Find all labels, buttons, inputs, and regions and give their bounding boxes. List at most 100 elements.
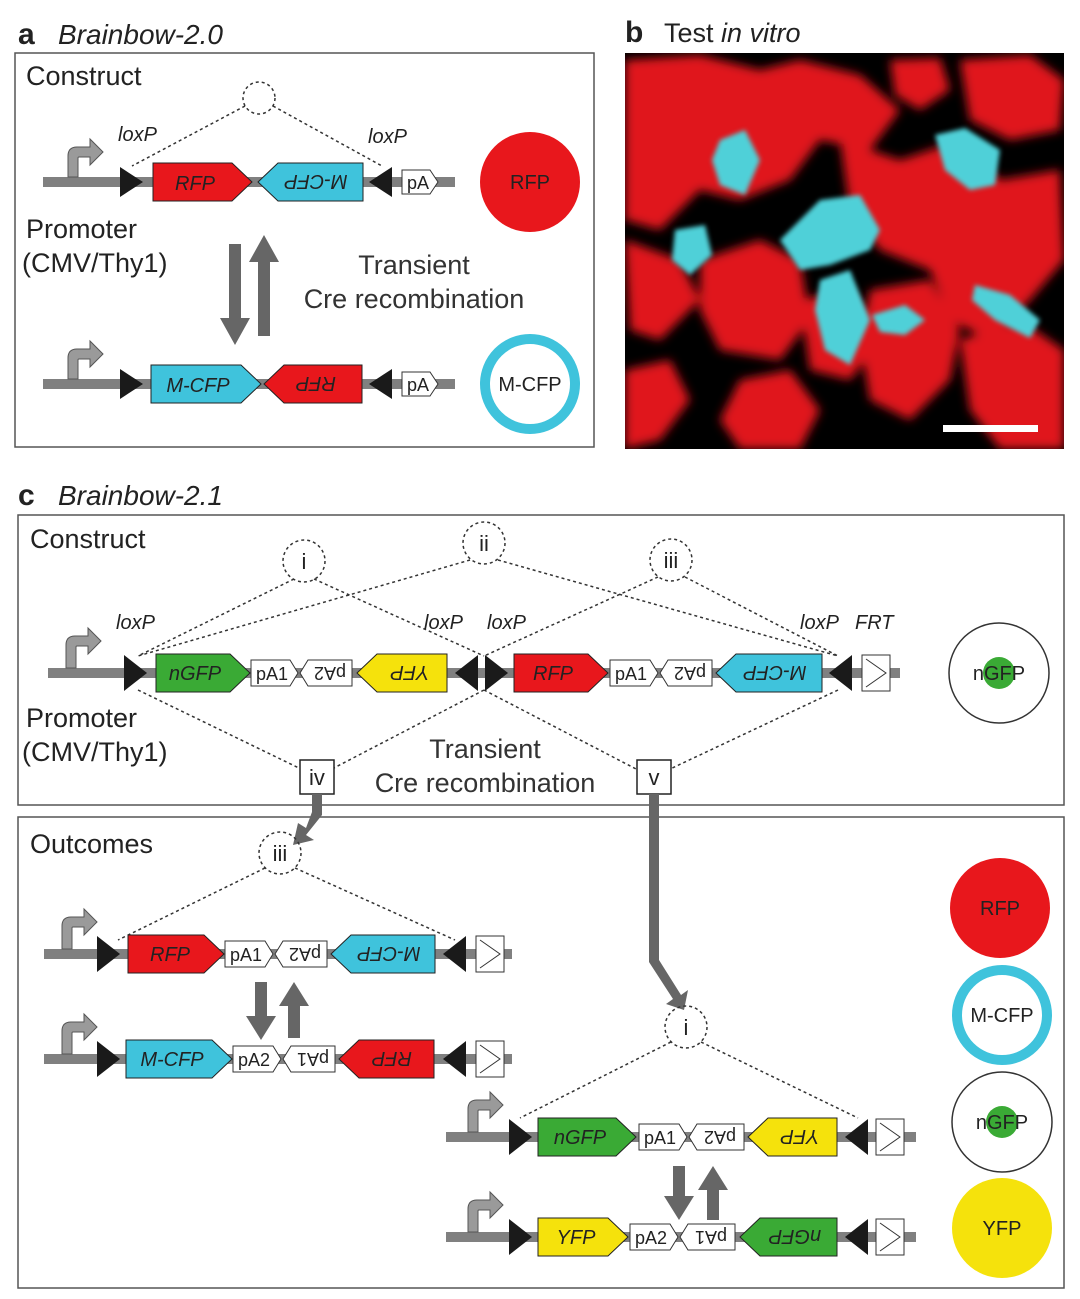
promoter-detail-label: (CMV/Thy1) — [22, 737, 168, 767]
ngfp-gene-box-inverted — [739, 1217, 838, 1257]
gene-label-inverted: nGFP — [768, 1225, 821, 1247]
pa-box — [401, 371, 439, 397]
loxp-triangle-icon — [120, 167, 143, 197]
transient-label: Transient — [429, 734, 541, 764]
gene-label: M-CFP — [166, 375, 230, 397]
cell-label: RFP — [980, 898, 1020, 920]
pa-box — [629, 1223, 679, 1251]
ngfp-gene-box — [537, 1117, 637, 1157]
site-label-iii: iii — [273, 841, 288, 866]
construct-row-c: nGFP pA1 pA2 YFP RFP pA1 pA2 M-CFP — [48, 626, 900, 693]
pa-box — [638, 1123, 688, 1151]
recombination-site-circle — [258, 831, 302, 875]
loxp-triangle-icon — [485, 655, 508, 691]
dashed-line — [294, 867, 456, 941]
panel-a-frame — [14, 52, 595, 448]
cell-label: M-CFP — [970, 1005, 1033, 1027]
gene-label: M-CFP — [140, 1049, 204, 1071]
dashed-line — [700, 1041, 859, 1119]
mcfp-gene-box-inverted — [257, 162, 364, 202]
mcfp-gene-box-inverted — [330, 934, 436, 974]
construct-row-2: M-CFP RFP pA — [43, 339, 455, 404]
ngfp-gene-box — [155, 653, 251, 693]
mcfp-gene-box — [150, 364, 262, 404]
pa-box — [401, 169, 439, 195]
pathway-arrow-v — [649, 794, 688, 1010]
cell-label: nGFP — [973, 663, 1025, 685]
loxp-triangle-icon — [124, 655, 147, 691]
pa-box — [609, 659, 659, 687]
pa-label-inverted: pA1 — [695, 1227, 727, 1247]
rfp-gene-box — [127, 934, 225, 974]
mcfp-cell-icon — [952, 965, 1052, 1065]
loxp-triangle-icon — [845, 1119, 868, 1155]
pa-label: pA1 — [230, 945, 262, 965]
recombination-site-circle — [664, 1005, 708, 1049]
pa-box-inverted — [679, 1223, 736, 1251]
pathway-box-v — [636, 759, 672, 795]
dashed-line — [272, 105, 383, 167]
frt-triangle-icon — [865, 658, 887, 688]
loxp-label: loxP — [116, 612, 156, 634]
outcome-row-4: YFP pA2 pA1 nGFP — [446, 1190, 916, 1257]
loxp-triangle-icon — [443, 1041, 466, 1077]
promoter-label: Promoter — [26, 703, 137, 733]
pa-label-inverted: pA2 — [674, 663, 706, 683]
pa-label-inverted: pA2 — [314, 663, 346, 683]
panel-a-letter: a — [18, 18, 35, 51]
loxp-triangle-icon — [455, 655, 478, 691]
dashed-line — [519, 1041, 672, 1119]
pa-box-inverted — [659, 659, 713, 687]
loxp-triangle-icon — [369, 167, 392, 197]
pa-label-inverted: pA1 — [297, 1049, 329, 1069]
loxp-triangle-icon — [509, 1119, 532, 1155]
pa-label: pA1 — [644, 1128, 676, 1148]
mcfp-gene-box — [125, 1039, 233, 1079]
pa-label-inverted: pA2 — [289, 944, 321, 964]
loxp-triangle-icon — [97, 1041, 120, 1077]
loxp-triangle-icon — [509, 1219, 532, 1255]
gene-label: YFP — [557, 1227, 597, 1249]
construct-row-1: RFP M-CFP pA — [43, 137, 455, 202]
loxp-triangle-icon — [829, 655, 852, 691]
cell-label: RFP — [510, 172, 550, 194]
site-label-iii: iii — [664, 548, 679, 573]
pa-box-inverted — [274, 940, 328, 968]
up-arrow-icon — [249, 235, 279, 336]
pa-label: pA — [407, 375, 429, 395]
panel-c-outcomes-frame — [17, 816, 1065, 1289]
gene-label-inverted: YFP — [780, 1125, 820, 1147]
pa-box-inverted — [282, 1045, 336, 1073]
panel-c-title: Brainbow-2.1 — [58, 480, 223, 511]
rfp-cell-icon — [480, 132, 580, 232]
mcfp-gene-box-inverted — [715, 653, 823, 693]
loxp-triangle-icon — [97, 936, 120, 972]
frt-triangle-icon — [879, 1222, 901, 1252]
site-label-ii: ii — [479, 531, 489, 556]
promoter-detail-label: (CMV/Thy1) — [22, 248, 168, 278]
outcomes-label: Outcomes — [30, 829, 153, 859]
scale-bar — [943, 425, 1038, 432]
frt-label: FRT — [855, 612, 895, 634]
gene-label-inverted: M-CFP — [284, 170, 348, 192]
yfp-gene-box — [537, 1217, 629, 1257]
promoter-arrow-icon — [61, 1012, 98, 1055]
panel-c-construct-frame — [17, 514, 1065, 806]
gene-label: RFP — [533, 663, 574, 685]
pa-box — [232, 1045, 282, 1073]
loxp-label: loxP — [118, 124, 158, 146]
promoter-label: Promoter — [26, 214, 137, 244]
down-arrow-icon — [246, 982, 276, 1040]
yfp-gene-box-inverted — [356, 653, 448, 693]
promoter-arrow-icon — [65, 626, 102, 669]
rfp-cell-icon — [950, 858, 1050, 958]
pa-label: pA2 — [238, 1050, 270, 1070]
gene-label: nGFP — [554, 1127, 607, 1149]
gene-label: RFP — [175, 173, 216, 195]
rfp-gene-box — [152, 162, 253, 202]
microscopy-cells — [625, 55, 1064, 449]
loxp-label: loxP — [487, 612, 527, 634]
transient-label: Transient — [358, 250, 470, 280]
loxp-label: loxP — [800, 612, 840, 634]
